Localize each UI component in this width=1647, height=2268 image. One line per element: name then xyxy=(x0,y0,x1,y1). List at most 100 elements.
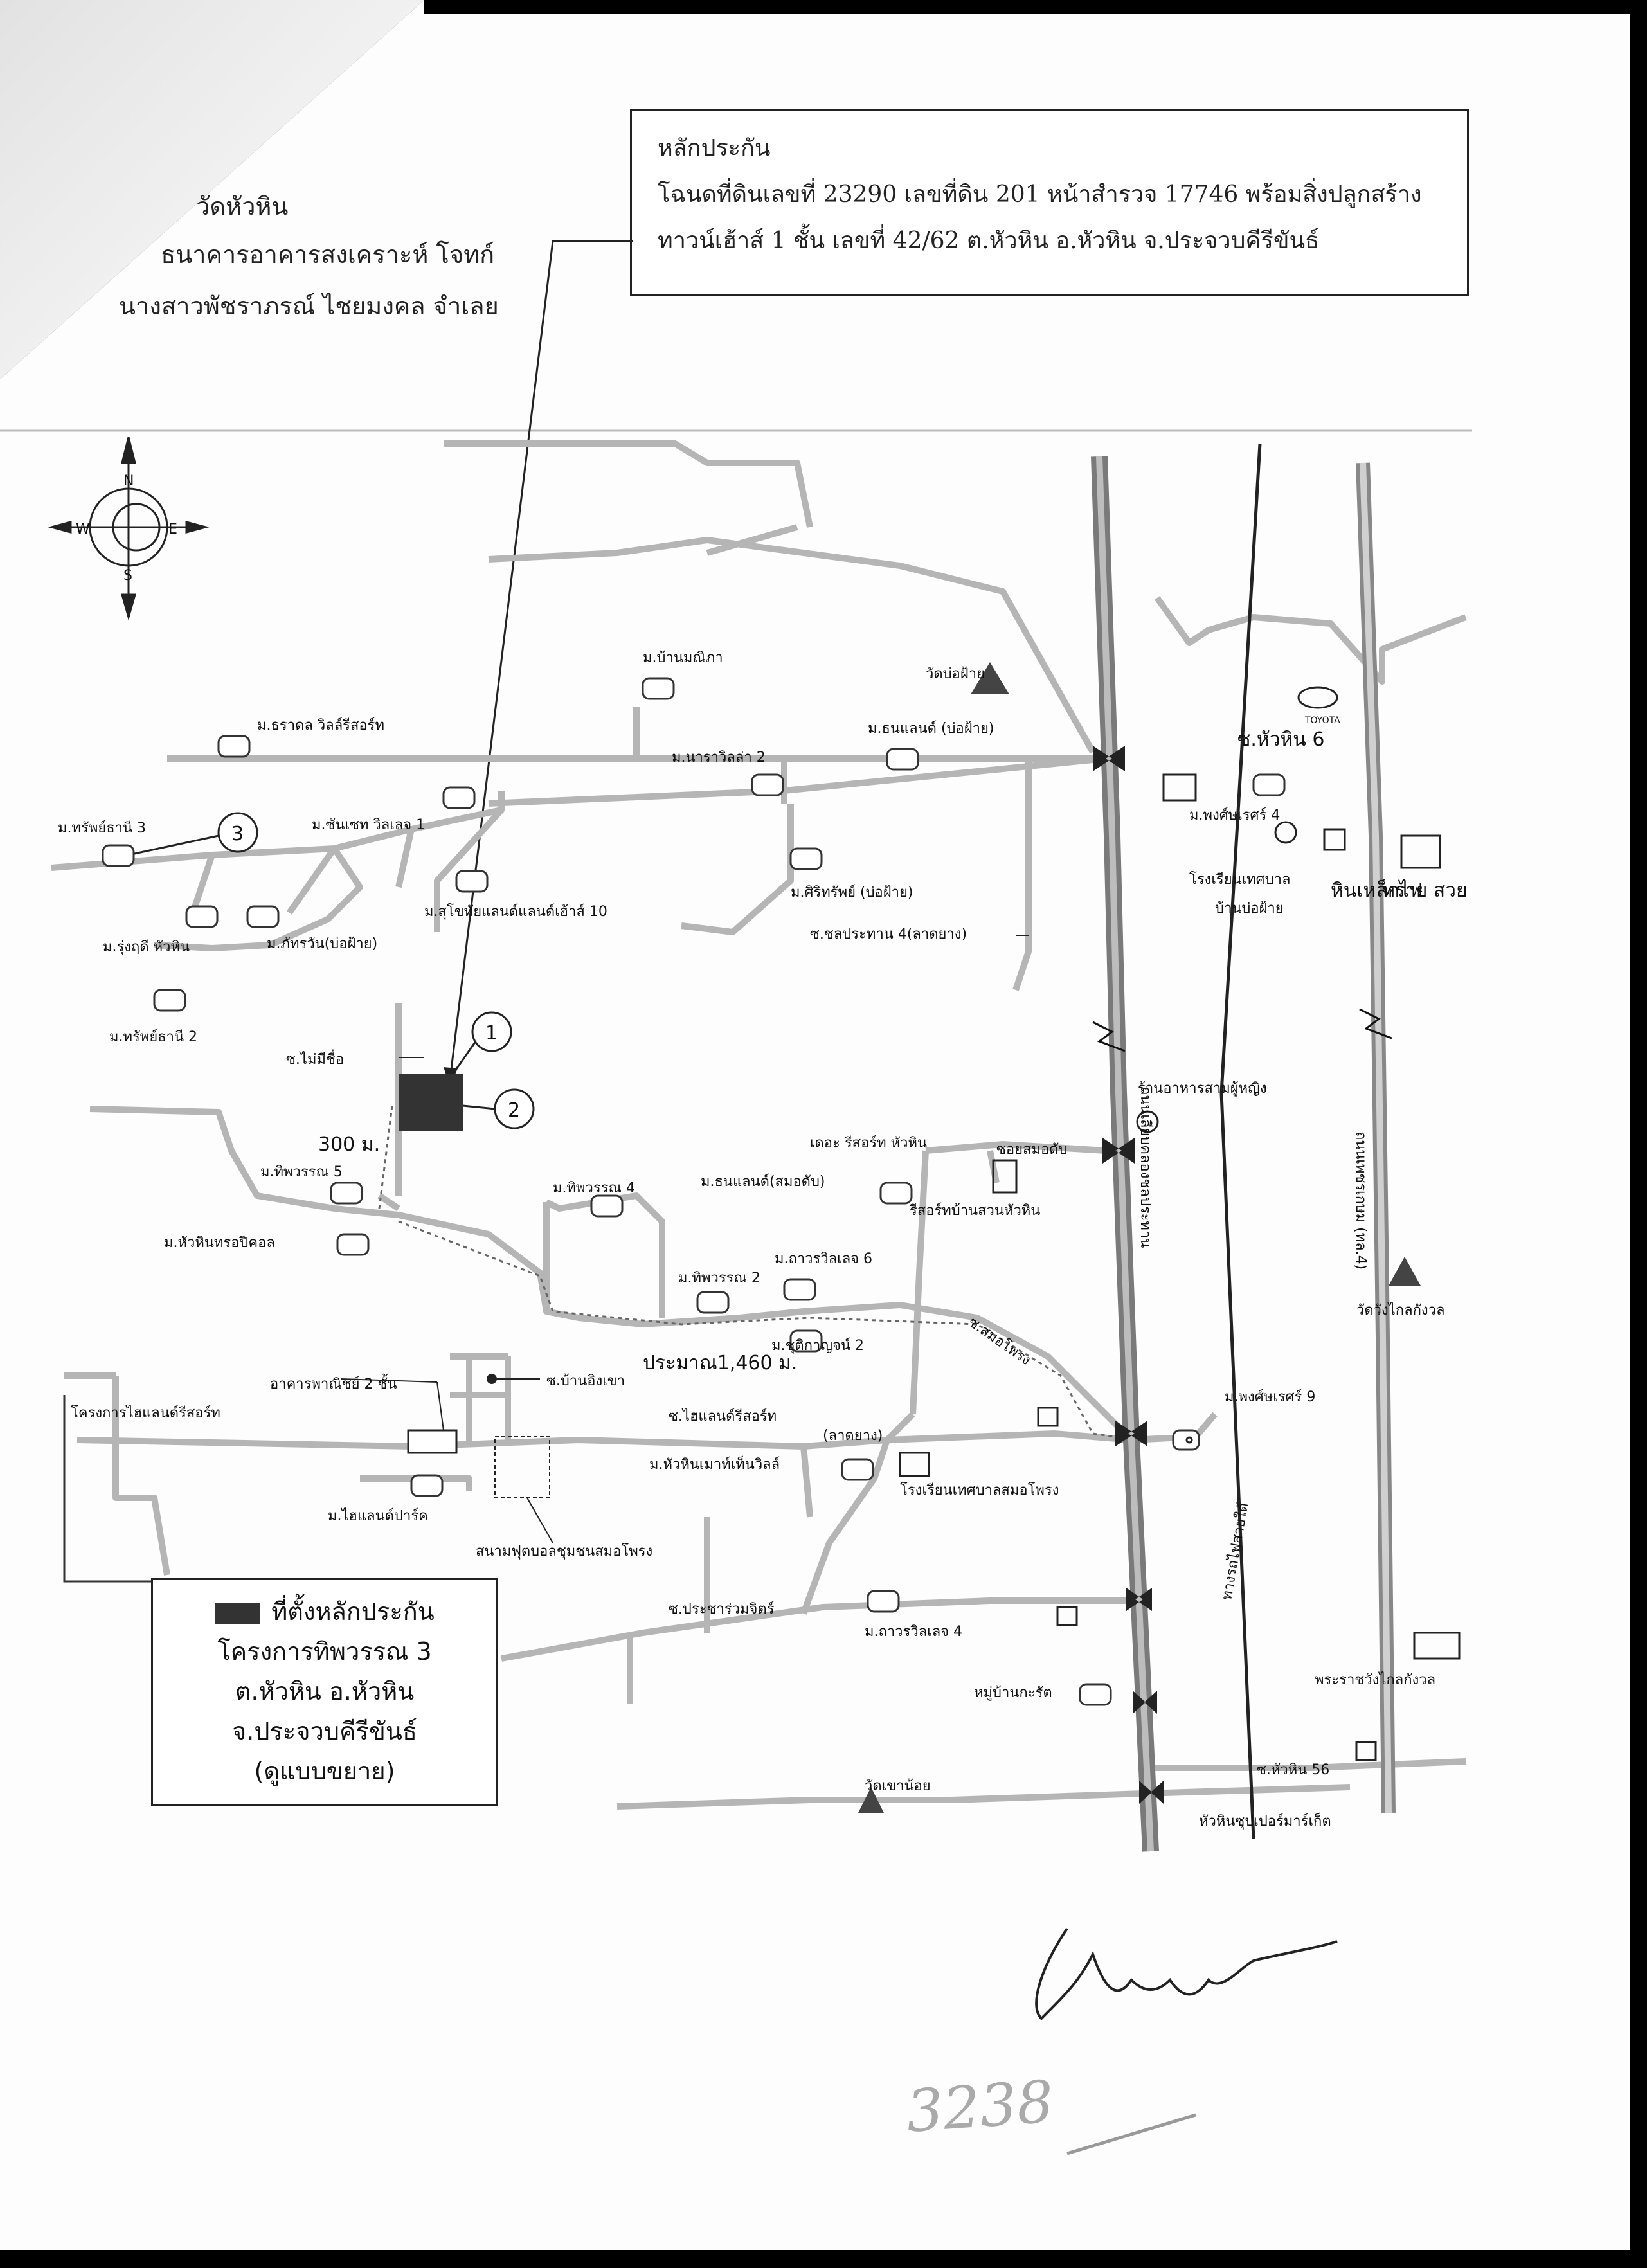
village-icon xyxy=(336,1233,370,1256)
road xyxy=(434,791,505,932)
collateral-title: หลักประกัน xyxy=(658,135,771,161)
label-soi-ban-ingkhao: ซ.บ้านอิงเขา xyxy=(546,1373,625,1389)
label-restaurant: ร้านอาหารสามผู้หญิง xyxy=(1138,1081,1267,1097)
collateral-line-2: ทาวน์เฮ้าส์ 1 ชั้น เลขที่ 42/62 ต.หัวหิน… xyxy=(658,228,1320,254)
shophouse-leader xyxy=(340,1378,438,1383)
scan-border-right xyxy=(1630,0,1647,2250)
header-line-1: วัดหัวหิน xyxy=(196,192,289,221)
village-icon xyxy=(330,1182,363,1205)
pongsak9-dot xyxy=(1185,1436,1193,1444)
signature-scribble xyxy=(1035,1927,1338,2021)
road xyxy=(190,854,215,914)
shop-sign-icon-2 xyxy=(1056,1606,1078,1626)
label-m-phongsak9: ม.พงศ์ษเรศร์ 9 xyxy=(1225,1389,1315,1405)
road xyxy=(286,847,338,915)
ptt-icon xyxy=(1274,821,1297,844)
football-field-rect xyxy=(494,1436,550,1498)
village-icon xyxy=(185,905,219,928)
break-phetkasem xyxy=(1359,1008,1392,1040)
label-m-sapthani2: ม.ทรัพย์ธานี 2 xyxy=(109,1029,197,1045)
phetkasem-road-center xyxy=(1360,462,1392,1814)
building-icon-grid xyxy=(1400,834,1441,869)
road xyxy=(76,1430,1132,1450)
temple-icon-bopfai xyxy=(971,662,1009,694)
road xyxy=(925,1141,1106,1154)
marker-2-label: 2 xyxy=(508,1099,520,1122)
label-soi-pracha: ซ.ประชาร่วมจิตร์ xyxy=(669,1601,775,1617)
label-m-banmanipha: ม.บ้านมณิภา xyxy=(643,650,723,666)
road xyxy=(154,847,363,951)
village-icon xyxy=(783,1278,816,1301)
marker-1-leader xyxy=(452,1041,477,1074)
collateral-box: หลักประกัน โฉนดที่ดินเลขที่ 23290 เลขที่… xyxy=(630,109,1469,296)
label-m-thippawan4: ม.ทิพวรรณ 4 xyxy=(553,1180,635,1196)
scan-border-bottom xyxy=(0,2250,1647,2268)
label-soi-huahin56: ซ.หัวหิน 56 xyxy=(1257,1762,1329,1778)
legend-line-3: จ.ประจวบคีรีขันธ์ xyxy=(232,1717,417,1745)
village-icon xyxy=(789,1329,823,1353)
label-m-chuthikan2: ม.ชุติกาญจน์ 2 xyxy=(771,1338,864,1354)
label-soi-maimichue: ซ.ไม่มีชื่อ xyxy=(286,1049,344,1068)
road xyxy=(1013,771,1032,991)
label-road-phetkasem: ถนนเพชรเกษม (ทล.4) xyxy=(1353,1131,1369,1270)
toyota-logo-icon xyxy=(1297,686,1338,709)
x-junction-5 xyxy=(1133,1691,1157,1714)
legend-line-1: โครงการทิพวรรณ 3 xyxy=(217,1637,432,1666)
x-junction-1 xyxy=(1093,746,1125,771)
compass-w: W xyxy=(76,521,90,537)
village-icon xyxy=(1252,773,1286,797)
temple-icon-khao-noi xyxy=(858,1787,884,1813)
x-junction-3 xyxy=(1115,1421,1148,1446)
label-m-naravilla2: ม.นาราวิลล่า 2 xyxy=(672,750,766,766)
village-icon xyxy=(246,905,280,928)
label-m-thavorn6: ม.ถาวรวิลเลจ 6 xyxy=(775,1251,872,1267)
village-icon xyxy=(153,989,186,1012)
label-wat-bopfai: วัดบ่อฝ้าย xyxy=(926,666,985,682)
road xyxy=(616,1790,1145,1810)
minor-roads xyxy=(51,440,1467,1810)
road xyxy=(681,804,794,935)
compass-e: E xyxy=(168,521,177,537)
marker-3-circle xyxy=(217,812,258,853)
village-icon xyxy=(455,870,489,893)
label-m-highland-park: ม.ไฮแลนด์ปาร์ค xyxy=(328,1508,428,1524)
label-m-sunset: ม.ซันเซท วิลเลจ 1 xyxy=(312,817,425,833)
shop-sign-icon-1 xyxy=(1037,1407,1059,1427)
supermarket-sign-icon xyxy=(1355,1741,1377,1761)
collateral-parcel xyxy=(399,1074,463,1131)
compass-south-point xyxy=(121,593,136,621)
road-breaks xyxy=(1092,1008,1392,1052)
legend-line-4: (ดูแบบขยาย) xyxy=(254,1757,395,1785)
label-m-thonland-bopfai: ม.ธนแลนด์ (บ่อฝ้าย) xyxy=(868,721,994,737)
scan-border-top xyxy=(424,0,1647,14)
road xyxy=(89,1106,1128,1436)
road xyxy=(360,1475,473,1491)
road xyxy=(1144,1784,1351,1797)
label-village-krarat: หมู่บ้านกะรัต xyxy=(974,1685,1052,1701)
village-icon xyxy=(879,1182,913,1205)
label-hin-lek-fai: หินเหล็กไฟ xyxy=(1331,878,1423,902)
label-m-taradon: ม.ธราดล วิลล์รีสอร์ท xyxy=(257,717,384,734)
route-dotted xyxy=(378,1105,1138,1441)
road xyxy=(377,1192,401,1212)
legend-title: ที่ตั้งหลักประกัน xyxy=(271,1598,435,1626)
label-sai-suay: ทราย สวย xyxy=(1382,879,1468,902)
marker-3-label: 3 xyxy=(231,823,244,845)
break-canal xyxy=(1092,1021,1126,1052)
label-dist-300: 300 ม. xyxy=(318,1133,380,1156)
shop-sign-icon-3 xyxy=(1323,828,1346,851)
road xyxy=(488,755,1106,807)
railway xyxy=(1220,443,1262,1839)
label-the-resort: เดอะ รีสอร์ท หัวหิน xyxy=(810,1135,927,1151)
village-icon xyxy=(410,1474,444,1497)
label-resort-suan: รีสอร์ทบ้านสวนหัวหิน xyxy=(909,1203,1041,1219)
village-icon xyxy=(751,773,784,797)
road xyxy=(800,1439,890,1615)
village-icon xyxy=(590,1194,624,1218)
pencil-stroke xyxy=(1066,2113,1196,2156)
label-highland-project: โครงการไฮแลนด์รีสอร์ท xyxy=(71,1405,221,1421)
legend-title-row: ที่ตั้งหลักประกัน xyxy=(153,1592,496,1632)
village-icon xyxy=(696,1291,730,1314)
collateral-line-1: โฉนดที่ดินเลขที่ 23290 เลขที่ดิน 201 หน้… xyxy=(658,181,1422,208)
